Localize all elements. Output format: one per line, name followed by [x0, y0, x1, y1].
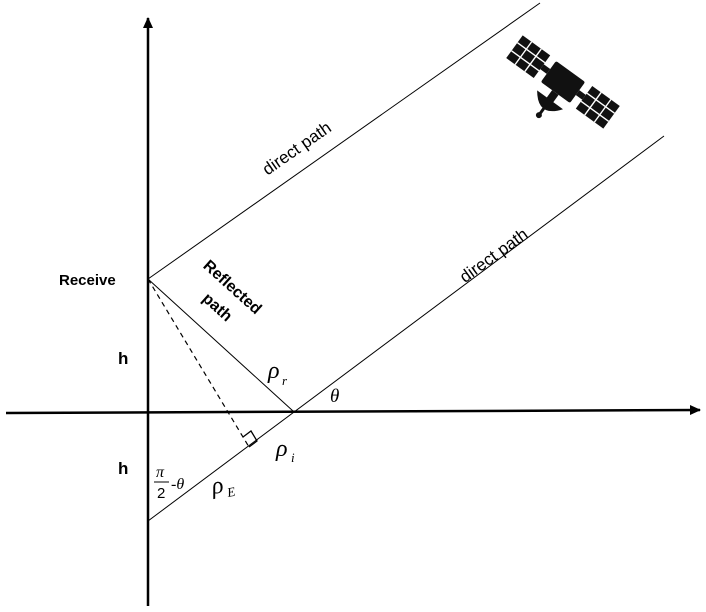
receiver-label: Receive	[59, 272, 116, 289]
rho-e-subscript: E	[225, 484, 236, 500]
rho-e-label: ρ	[209, 472, 226, 500]
reflected-path-line	[147, 278, 294, 412]
satellite-icon	[506, 35, 620, 129]
rho-r-label: ρ	[267, 358, 280, 384]
height-label-upper: h	[118, 349, 128, 368]
angle-fraction-numerator: π	[156, 464, 165, 481]
perpendicular-dashed-line	[147, 278, 250, 448]
theta-label: θ	[330, 386, 339, 407]
height-label-lower: h	[118, 459, 128, 478]
direct-path-lower-line	[147, 135, 665, 522]
right-angle-marker	[242, 430, 258, 448]
direct-path-upper-label: direct path	[259, 118, 335, 179]
direct-path-upper-line	[147, 2, 541, 280]
angle-fraction-rest: -θ	[171, 476, 184, 493]
angle-fraction-denominator: 2	[157, 485, 165, 502]
rho-r-subscript: r	[282, 373, 288, 388]
rho-i-subscript: i	[291, 450, 295, 465]
direct-path-lower-label: direct path	[456, 225, 531, 287]
rho-i-label: ρ	[275, 436, 288, 462]
horizontal-axis	[5, 405, 701, 416]
